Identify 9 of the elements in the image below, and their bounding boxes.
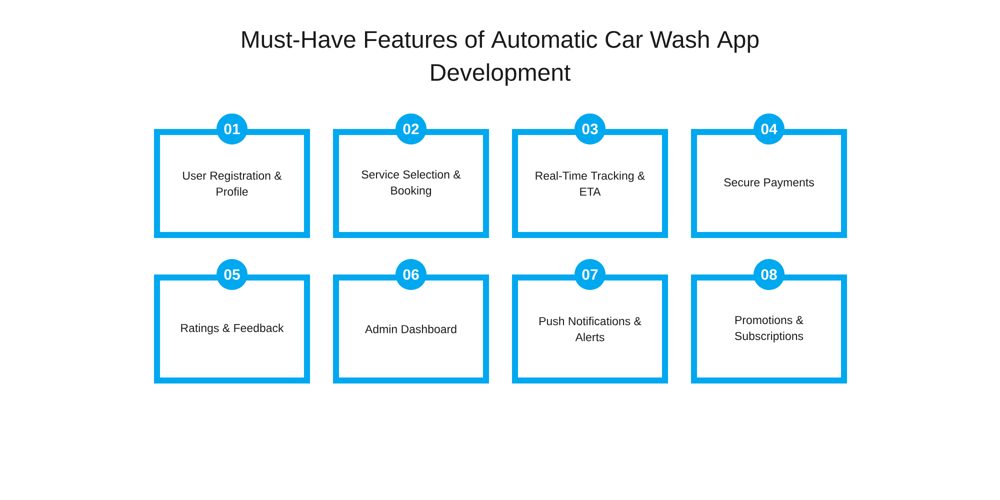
number-badge: 02 [396,114,426,144]
number-badge: 08 [754,259,784,290]
number-badge: 05 [216,259,248,290]
number-badge: 03 [574,114,606,144]
number-badge: 06 [396,259,426,290]
number-badge: 07 [574,259,606,290]
number-badge: 04 [754,114,784,144]
title: Must-Have Features of Automatic Car Wash App Development [242,30,759,86]
number-badge: 01 [216,114,248,144]
